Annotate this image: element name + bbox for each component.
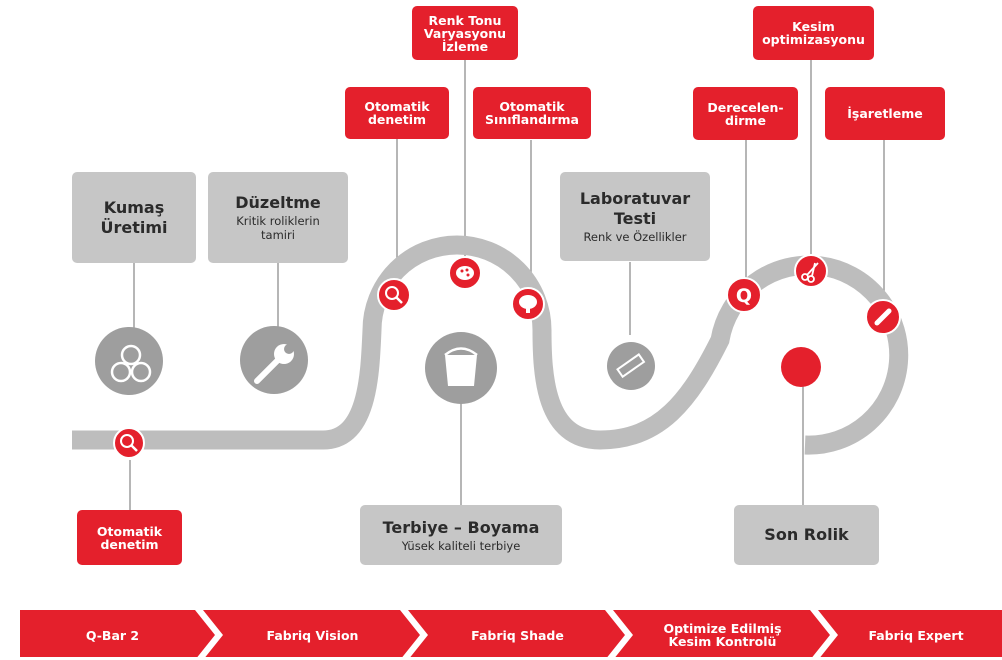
callout-otomatik-denetim-bottom: Otomatik denetim bbox=[77, 510, 182, 565]
callout-otomatik-denetim: Otomatik denetim bbox=[345, 87, 449, 139]
connector-lines bbox=[129, 60, 885, 510]
callout-kesim: Kesim optimizasyonu bbox=[753, 6, 874, 60]
chevron-fabriq-vision bbox=[203, 610, 420, 657]
brain-icon bbox=[511, 287, 545, 321]
stage-subtitle: Kritik roliklerin tamiri bbox=[236, 214, 320, 242]
ruler-icon bbox=[607, 342, 655, 390]
stage-terbiye: Terbiye – Boyama Yüsek kaliteli terbiye bbox=[360, 505, 562, 565]
chevron-fabriq-shade bbox=[408, 610, 625, 657]
fabric-rolls-icon bbox=[95, 327, 163, 395]
product-label-qbar2: Q-Bar 2 bbox=[85, 627, 140, 643]
stage-title: Terbiye – Boyama bbox=[382, 517, 540, 537]
paint-bucket-icon bbox=[425, 332, 497, 404]
stage-duzeltme: Düzeltme Kritik roliklerin tamiri bbox=[208, 172, 348, 263]
product-chevrons bbox=[20, 610, 1002, 657]
magnifier-eye-icon bbox=[377, 278, 411, 312]
product-label-fabriq-expert: Fabriq Expert bbox=[868, 627, 964, 643]
chevron-fabriq-expert bbox=[818, 610, 1002, 657]
stage-kumas-uretimi: Kumaş Üretimi bbox=[72, 172, 196, 263]
magnifier-eye-icon bbox=[113, 427, 145, 459]
callout-derecelendirme: Derecelen- dirme bbox=[693, 87, 798, 140]
svg-text:Q: Q bbox=[736, 285, 752, 307]
stage-title: Son Rolik bbox=[764, 525, 849, 544]
chevron-qbar2 bbox=[20, 610, 215, 657]
stage-laboratuvar: Laboratuvar Testi Renk ve Özellikler bbox=[560, 172, 710, 261]
chevron-optimize bbox=[613, 610, 830, 657]
pencil-icon bbox=[865, 299, 901, 335]
palette-icon bbox=[448, 256, 482, 290]
stage-son-rolik: Son Rolik bbox=[734, 505, 879, 565]
stage-title: Düzeltme bbox=[235, 193, 321, 212]
callout-renk-tonu: Renk Tonu Varyasyonu İzleme bbox=[412, 6, 518, 60]
product-label-optimize: Optimize Edilmiş Kesim Kontrolü bbox=[663, 621, 782, 649]
stage-subtitle: Yüsek kaliteli terbiye bbox=[401, 538, 521, 553]
center-dot bbox=[781, 347, 821, 387]
wrench-icon bbox=[240, 326, 308, 394]
stage-title: Kumaş Üretimi bbox=[100, 197, 168, 237]
scissors-icon bbox=[794, 254, 828, 288]
callout-siniflandirma: Otomatik Sınıflandırma bbox=[473, 87, 591, 139]
stage-title: Laboratuvar Testi bbox=[579, 189, 691, 228]
callout-isaretleme: İşaretleme bbox=[825, 87, 945, 140]
stage-subtitle: Renk ve Özellikler bbox=[583, 230, 687, 244]
product-label-fabriq-shade: Fabriq Shade bbox=[471, 627, 564, 643]
q-letter-icon: Q bbox=[726, 277, 762, 313]
product-label-fabriq-vision: Fabriq Vision bbox=[266, 627, 359, 643]
